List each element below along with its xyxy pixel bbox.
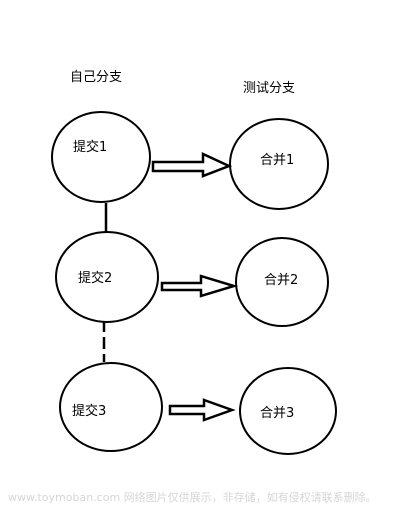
merge-node-3 (239, 367, 337, 455)
left-column-header: 自己分支 (70, 70, 122, 85)
merge-node-1 (229, 118, 329, 210)
arrow-commit1-to-merge1 (151, 152, 233, 178)
arrow-commit3-to-merge3 (168, 398, 236, 422)
merge-label-3: 合并3 (260, 406, 294, 421)
commit-node-1 (51, 111, 151, 203)
merge-label-2: 合并2 (264, 273, 298, 288)
merge-node-2 (235, 237, 329, 327)
watermark-text: www.toymoban.com 网络图片仅供展示，非存储，如有侵权请联系删除。 (8, 491, 377, 504)
commit-node-2 (55, 231, 159, 323)
commit-node-3 (59, 362, 163, 452)
commit-label-1: 提交1 (73, 139, 107, 155)
merge-label-1: 合并1 (260, 153, 294, 168)
commit-label-3: 提交3 (72, 403, 106, 419)
right-column-header: 测试分支 (243, 81, 295, 96)
commit-label-2: 提交2 (78, 270, 112, 286)
arrow-commit2-to-merge2 (160, 274, 239, 298)
